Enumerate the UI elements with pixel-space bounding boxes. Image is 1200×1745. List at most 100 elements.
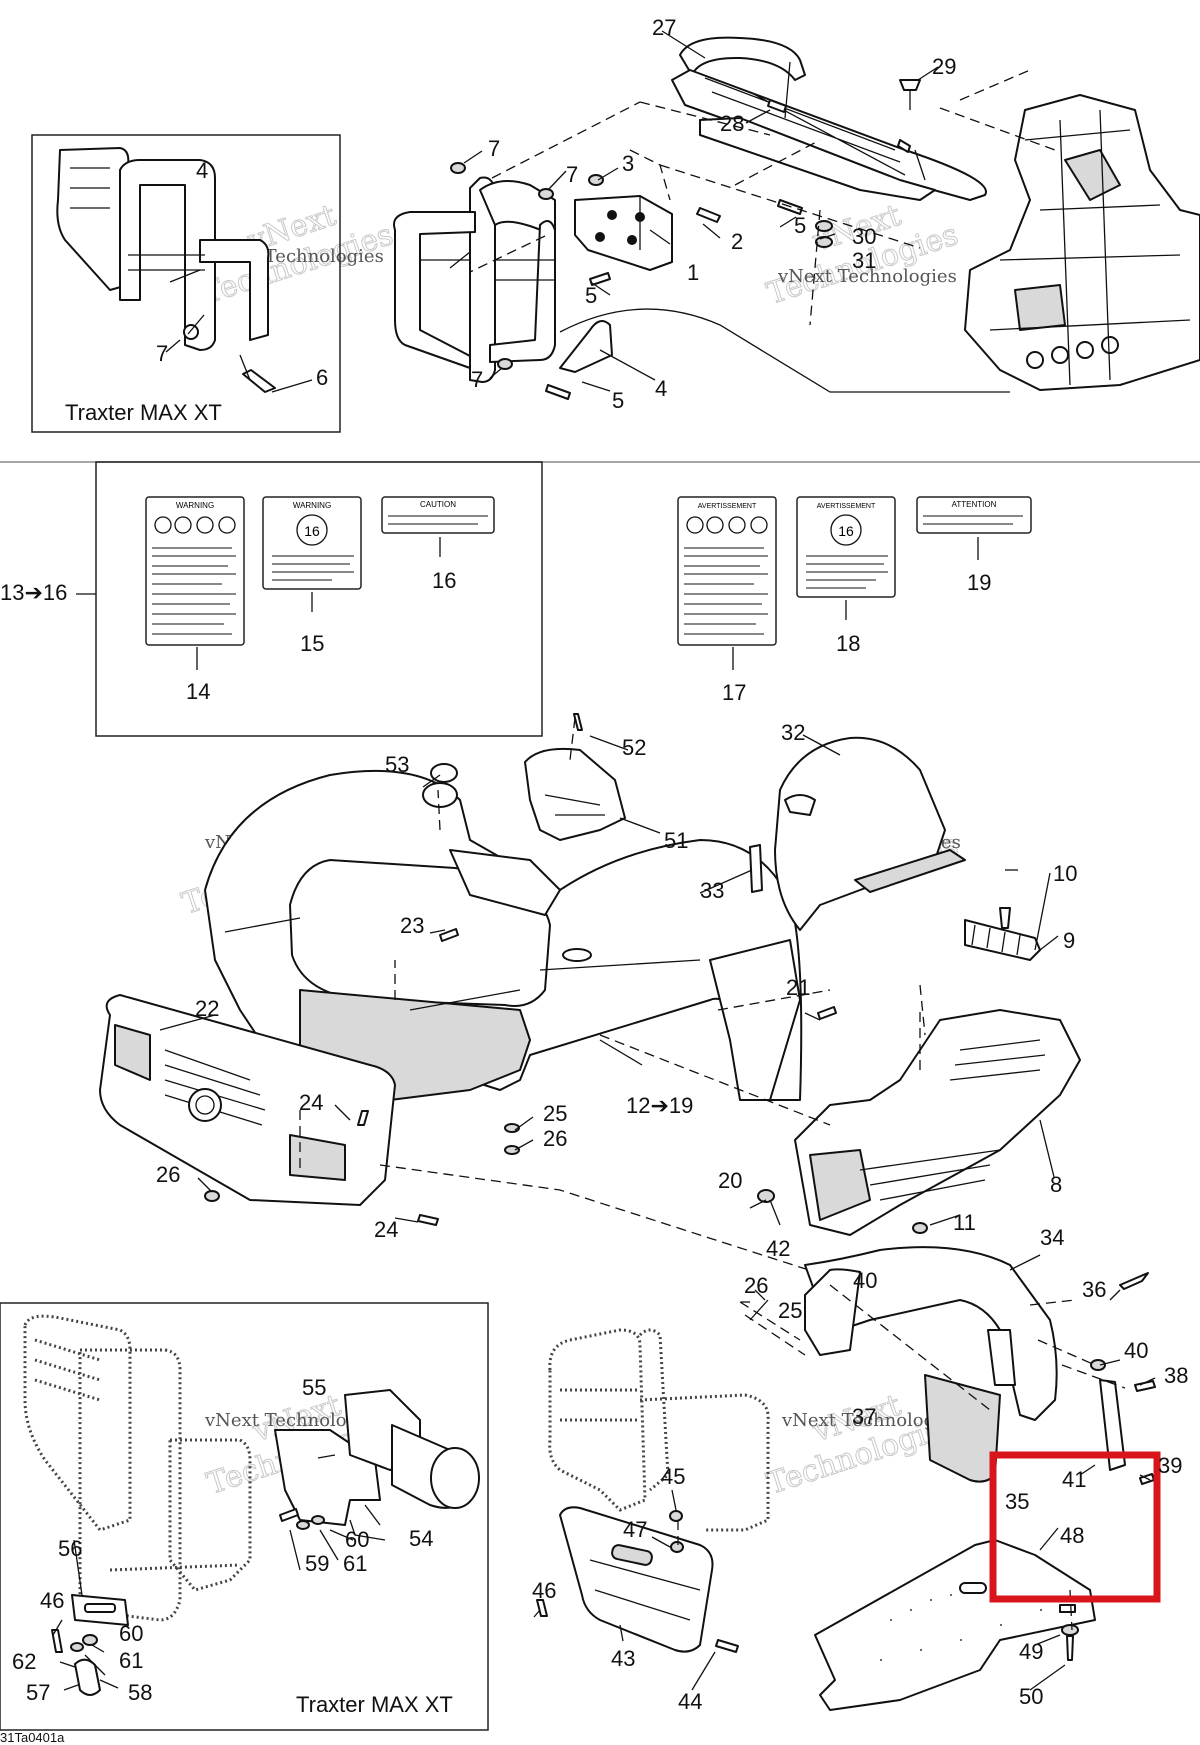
callout-5: 5	[794, 213, 806, 238]
floor-pan	[794, 1009, 1081, 1236]
callout-5: 5	[612, 388, 624, 413]
callout-58: 58	[128, 1680, 152, 1705]
decal-14	[145, 496, 245, 646]
callout-55: 55	[302, 1375, 326, 1400]
decal-18-title: AVERTISSEMENT	[817, 503, 876, 510]
callout-28: 28	[720, 111, 744, 136]
callout-2: 2	[731, 229, 743, 254]
watermark-company: vNext Technologies	[777, 266, 957, 287]
callout-42: 42	[766, 1236, 790, 1261]
fasteners-top	[450, 162, 721, 400]
callout-11: 11	[953, 1210, 976, 1235]
callout-6: 6	[316, 365, 328, 390]
callout-22: 22	[195, 996, 219, 1021]
lower-bumper	[548, 1328, 770, 1532]
decal-18	[796, 496, 896, 598]
callout-57: 57	[26, 1680, 50, 1705]
callout-12-19: 12➔19	[626, 1093, 693, 1118]
inset-caption: Traxter MAX XT	[65, 400, 222, 425]
decal-18-age: 16	[838, 523, 854, 539]
ref-arrows	[169, 251, 471, 283]
callout-3: 3	[622, 151, 634, 176]
watermark-company: vNext Technologies	[781, 1410, 961, 1431]
rear-rack	[671, 36, 987, 201]
side-panel-32-33	[749, 736, 966, 931]
callout-4: 4	[196, 158, 208, 183]
decal-19-title: ATTENTION	[952, 500, 997, 509]
decal-17	[677, 496, 777, 646]
callout-60: 60	[119, 1621, 143, 1646]
callout-47: 47	[623, 1517, 647, 1542]
decal-17-title: AVERTISSEMENT	[698, 503, 757, 510]
callout-39: 39	[1158, 1453, 1182, 1478]
callout-8: 8	[1050, 1172, 1062, 1197]
callout-13-16: 13➔16	[0, 580, 67, 605]
callout-24: 24	[374, 1217, 398, 1242]
callout-26: 26	[543, 1126, 567, 1151]
callout-24: 24	[299, 1090, 323, 1115]
callout-51: 51	[664, 828, 688, 853]
rear-fender	[804, 1246, 1156, 1485]
callout-61: 61	[343, 1551, 367, 1576]
callout-7: 7	[488, 136, 500, 161]
callout-53: 53	[385, 752, 409, 777]
callout-60: 60	[345, 1527, 369, 1552]
callout-4: 4	[655, 376, 667, 401]
dash-panel	[524, 747, 626, 841]
callout-9: 9	[1063, 928, 1075, 953]
mid-dashed-leaders	[299, 717, 926, 1281]
callout-41: 41	[1062, 1467, 1086, 1492]
winch-bracket	[574, 195, 673, 271]
callout-46: 46	[532, 1578, 556, 1603]
winch-inset	[23, 1314, 480, 1696]
callout-17: 17	[722, 680, 746, 705]
callout-29: 29	[932, 54, 956, 79]
traxter-top-inset-box	[31, 134, 341, 433]
callout-40: 40	[1124, 1338, 1148, 1363]
callout-36: 36	[1082, 1277, 1106, 1302]
lower-dashed-leaders	[677, 1284, 1126, 1631]
front-fender-body	[204, 769, 803, 1101]
decal-box-left	[95, 461, 543, 737]
callout-19: 19	[967, 570, 991, 595]
rear-floor-plate	[814, 1539, 1096, 1711]
callout-31: 31	[852, 248, 876, 273]
callout-61: 61	[119, 1648, 143, 1673]
callout-46: 46	[40, 1588, 64, 1613]
callout-leaders	[52, 30, 1156, 1691]
callout-32: 32	[781, 720, 805, 745]
callout-52: 52	[622, 735, 646, 760]
diagram-code: 31Ta0401a	[0, 1730, 65, 1745]
decals-right: AVERTISSEMENT AVERTISSEMENT 16 ATTENTION	[677, 496, 1032, 670]
front-bumper-inset	[56, 147, 276, 393]
callout-56: 56	[58, 1536, 82, 1561]
vehicle-frame	[964, 94, 1200, 391]
callout-20: 20	[718, 1168, 742, 1193]
watermark-company: vNext Technologies	[204, 1410, 384, 1431]
callout-27: 27	[652, 15, 676, 40]
callout-1: 1	[687, 260, 699, 285]
callout-35: 35	[1005, 1489, 1029, 1514]
decal-16-title: CAUTION	[420, 500, 456, 509]
callout-25: 25	[543, 1101, 567, 1126]
callout-34: 34	[1040, 1225, 1064, 1250]
front-grille-bumper	[99, 994, 396, 1206]
callout-38: 38	[1164, 1363, 1188, 1388]
fasteners-mid	[204, 713, 1011, 1234]
step-plate	[964, 919, 1041, 961]
callout-59: 59	[305, 1551, 329, 1576]
callout-50: 50	[1019, 1684, 1043, 1709]
callout-26: 26	[156, 1162, 180, 1187]
callout-23: 23	[400, 913, 424, 938]
callout-18: 18	[836, 631, 860, 656]
decal-15	[262, 496, 362, 590]
callout-62: 62	[12, 1649, 36, 1674]
traxter-winch-inset-box	[0, 1302, 489, 1731]
callout-7: 7	[156, 341, 168, 366]
top-dashed-leaders	[469, 69, 1056, 393]
inset-caption: Traxter MAX XT	[296, 1692, 453, 1717]
decal-14-title: WARNING	[176, 501, 214, 510]
callout-5: 5	[585, 283, 597, 308]
callout-14: 14	[186, 679, 210, 704]
callout-37: 37	[852, 1404, 876, 1429]
